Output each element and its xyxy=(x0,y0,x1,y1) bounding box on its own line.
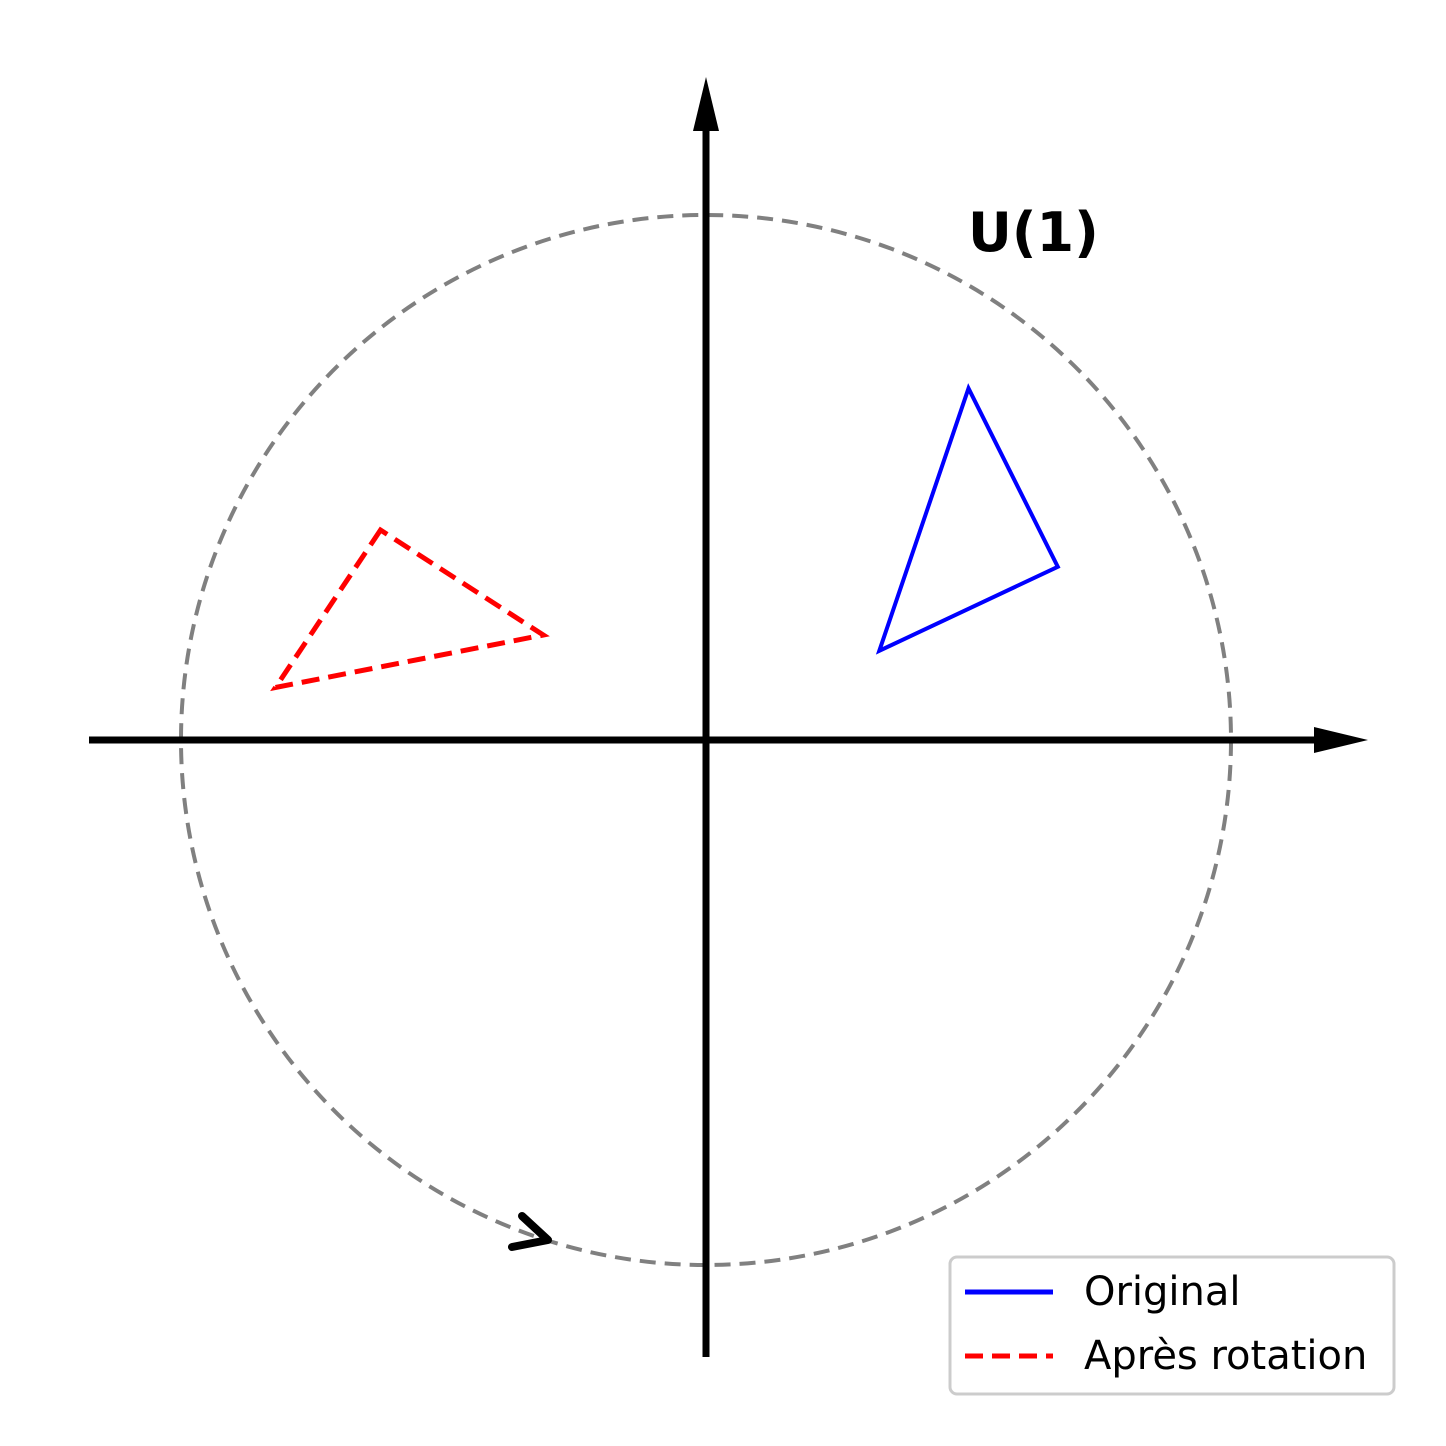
original-triangle xyxy=(875,383,1061,655)
group-label: U(1) xyxy=(968,201,1099,264)
legend-label-original: Original xyxy=(1084,1269,1241,1315)
y-axis-arrowhead xyxy=(693,77,719,131)
legend-label-rotated: Après rotation xyxy=(1084,1333,1367,1379)
rotated-triangle xyxy=(270,526,550,692)
legend-box xyxy=(948,1255,1396,1396)
legend: Original Après rotation xyxy=(948,1255,1396,1396)
x-axis-arrowhead xyxy=(1314,727,1368,753)
rotation-direction-arrow xyxy=(508,1212,552,1251)
